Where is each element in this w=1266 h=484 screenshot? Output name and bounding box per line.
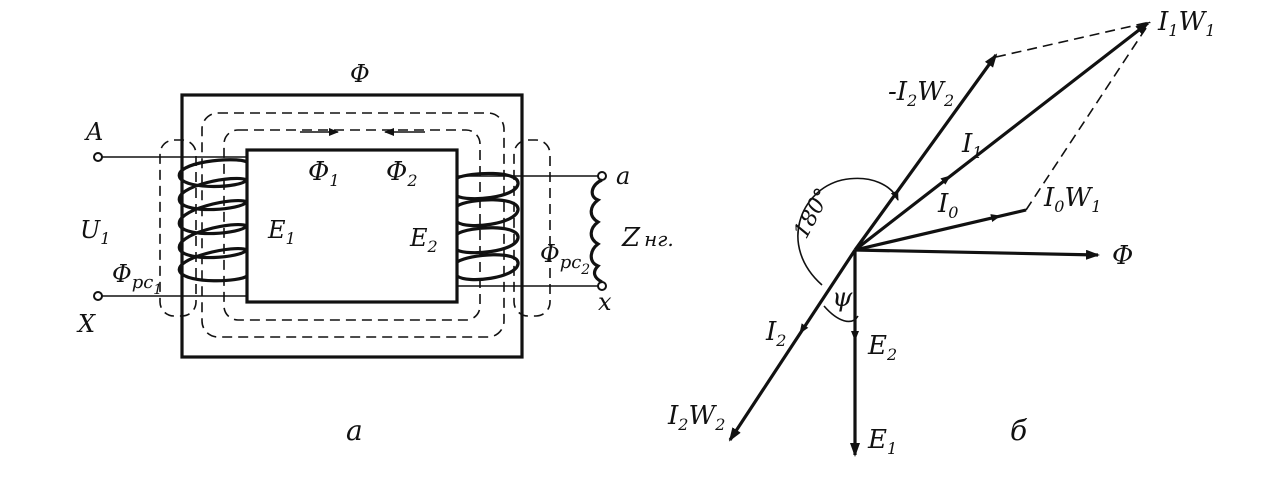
label-phi-rs1-sub: pc	[132, 272, 154, 293]
arrow-I1	[899, 175, 951, 216]
terminal-A	[93, 152, 103, 162]
label-E2-vec: E2	[867, 331, 897, 364]
phasor-diagram: I1W1 -I2W2 I1 I0 I0W1 Φ 180° ψ I2 E2 E1 …	[667, 7, 1215, 458]
label-I0W1: I0W1	[1043, 183, 1101, 216]
terminal-a	[597, 171, 607, 181]
label-phi: Φ	[1112, 241, 1133, 271]
label-E1: E1	[267, 216, 296, 248]
primary-winding	[178, 158, 249, 283]
label-E1-vec: E1	[867, 425, 897, 458]
label-phi-rs1: Φpc1	[112, 260, 162, 298]
label-X: X	[76, 310, 96, 338]
angle-arc-psi	[823, 305, 859, 323]
label-I0W1-mid: W	[1064, 183, 1093, 213]
label-E2-vec-sub: 2	[886, 345, 897, 364]
label-I1W1: I1W1	[1157, 7, 1215, 40]
terminal-X	[93, 291, 103, 301]
label-phi-rs1-sub2: 1	[153, 282, 162, 298]
label-A: A	[84, 118, 103, 146]
label-phi-rs2: Φpc2	[540, 240, 590, 278]
angle-arc-180	[797, 177, 899, 286]
label-I2-sub: 2	[775, 331, 786, 350]
vector-phi	[854, 248, 1100, 260]
label-I0W1-sub2: 1	[1091, 197, 1101, 216]
label-E2-sub: 2	[427, 237, 438, 256]
caption-a: а	[346, 414, 363, 447]
label-I2: I2	[765, 317, 786, 350]
label-phi1: Φ1	[308, 157, 340, 190]
label-I2W2: I2W2	[667, 401, 725, 434]
vector-I2W2	[728, 249, 857, 442]
vector-neg-I2W2	[853, 53, 998, 251]
label-neg-I2W2-mid: W	[917, 77, 946, 107]
label-I2W2-mid: W	[688, 401, 717, 431]
label-neg-I2W2: -I2W2	[888, 77, 954, 110]
label-I1-sub: 1	[972, 143, 982, 162]
label-I2W2-sub2: 2	[714, 415, 725, 434]
leakage-flux-primary	[159, 139, 197, 317]
label-phi2-sub: 2	[406, 171, 417, 190]
arrow-I2	[799, 302, 821, 334]
label-I0W1-sub1: 0	[1054, 197, 1064, 216]
secondary-winding	[456, 171, 520, 282]
label-E1-vec-sub: 1	[887, 439, 897, 458]
label-phi1-sub: 1	[329, 171, 339, 190]
label-phi-rs2-sub: pc	[560, 252, 582, 273]
label-I1W1-sub1: 1	[1168, 21, 1178, 40]
label-I1W1-mid: W	[1178, 7, 1207, 37]
label-x: x	[598, 288, 612, 316]
label-U1-sub: 1	[100, 229, 110, 248]
label-a: a	[616, 162, 630, 190]
arrow-I0	[909, 214, 1001, 238]
label-I2W2-sub1: 2	[677, 415, 688, 434]
label-phi-rs2-sub2: 2	[580, 262, 590, 278]
main-flux-path-outer	[201, 112, 505, 338]
label-E2: E2	[409, 224, 438, 256]
label-I0: I0	[937, 189, 958, 222]
label-neg-I2W2-sub1: 2	[906, 91, 917, 110]
label-phi-top: Φ	[350, 60, 370, 88]
dashed-construction-top	[995, 21, 1151, 58]
main-flux-path-inner	[223, 129, 481, 321]
label-angle-180: 180°	[789, 184, 836, 243]
label-phi2: Φ2	[386, 157, 418, 190]
label-I1W1-sub2: 1	[1205, 21, 1215, 40]
caption-b: б	[1010, 414, 1028, 447]
label-E1-sub: 1	[286, 229, 296, 248]
dashed-construction-right	[1025, 21, 1151, 211]
load-impedance	[589, 178, 603, 284]
label-neg-I2W2-sub2: 2	[943, 91, 954, 110]
label-I0-sub: 0	[948, 203, 958, 222]
label-I1: I1	[961, 129, 982, 162]
label-psi: ψ	[832, 283, 853, 313]
leakage-flux-secondary	[513, 139, 551, 317]
label-U1: U1	[80, 216, 110, 248]
label-Z-sub: нг.	[644, 227, 674, 251]
